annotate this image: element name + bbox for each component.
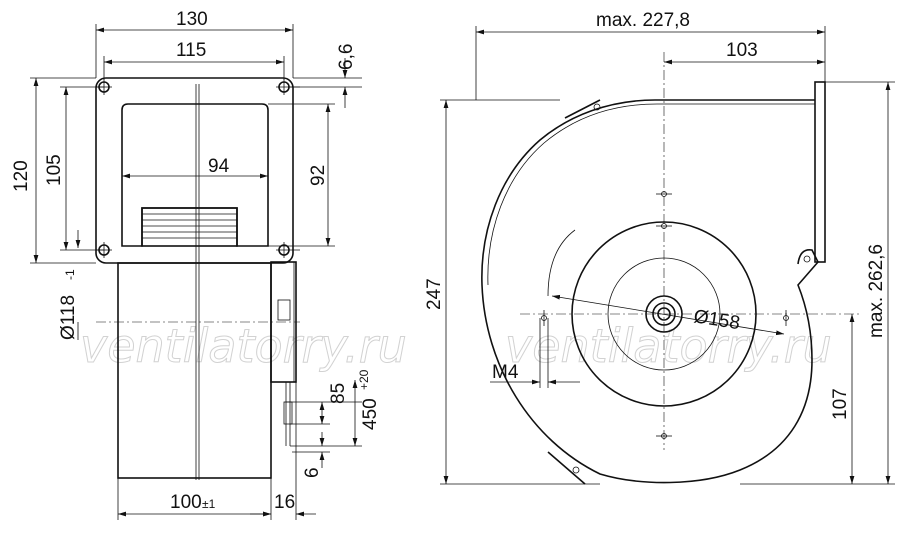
dim-cable-length: 450: [360, 398, 381, 430]
dim-hole-offset: 6,6: [336, 44, 357, 70]
front-outlet-opening: [121, 103, 269, 247]
dim-height-outer: 120: [11, 160, 32, 192]
dim-axis-offset: 103: [726, 40, 758, 61]
dim-flange-depth: 16: [274, 492, 295, 513]
dim-outlet-width: 94: [208, 156, 230, 177]
dim-diameter: Ø118: [58, 295, 79, 340]
dim-axis-height: 107: [830, 388, 851, 420]
watermark-left: ventilatorry.ru: [80, 319, 407, 373]
front-mounting-holes: [96, 79, 300, 258]
dim-hole-spacing-h: 115: [176, 40, 206, 61]
dim-width-outer: 130: [176, 9, 208, 30]
dim-depth-tol: ±1: [202, 497, 216, 511]
side-view: Ø158 M4 max. 227,8 103 247 max. 262,6 10…: [424, 10, 895, 485]
dim-diameter-tol: -1: [63, 269, 77, 280]
dim-max-height: max. 262,6: [866, 244, 887, 338]
dim-hole-spacing-v: 105: [44, 154, 65, 186]
front-cable: [283, 382, 293, 446]
front-dimensions: 130 115 6,6 92 94 120 105 Ø118: [11, 9, 381, 520]
dim-total-height: 247: [424, 278, 445, 310]
dim-cable-offset: 85: [328, 383, 349, 404]
dim-cable-strip: 6: [302, 467, 323, 478]
dim-depth: 100: [170, 492, 202, 513]
side-outlet-flange: [814, 81, 826, 263]
dim-cable-tol: +20: [357, 369, 371, 390]
side-motor-holes: [541, 191, 789, 439]
front-view: [95, 77, 300, 480]
dim-outlet-height: 92: [308, 165, 329, 186]
side-scroll-housing: [481, 99, 819, 484]
front-flange: [95, 77, 294, 264]
dim-max-width: max. 227,8: [596, 10, 690, 31]
dim-thread: M4: [492, 362, 519, 383]
watermark-right: ventilatorry.ru: [505, 319, 832, 373]
front-impeller-blades: [141, 207, 238, 247]
